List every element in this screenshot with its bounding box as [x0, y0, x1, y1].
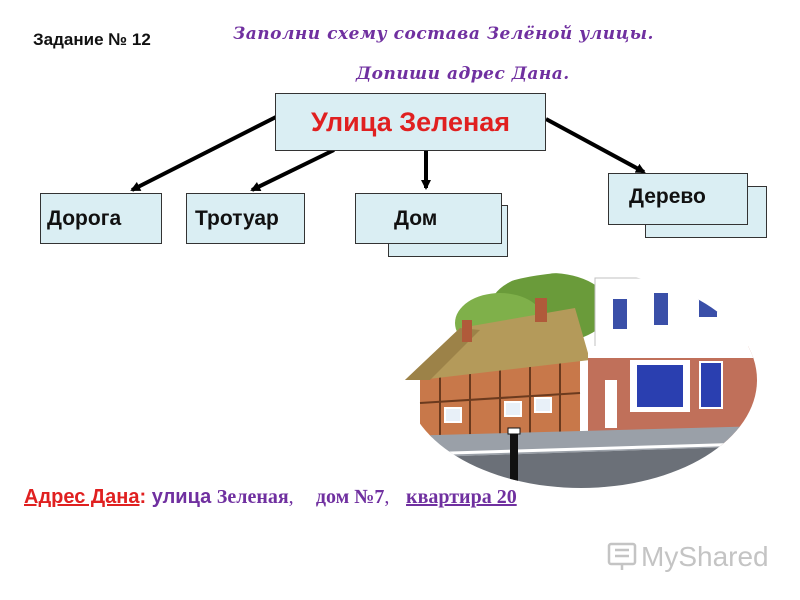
address-house: дом №7: [315, 486, 385, 508]
watermark-logo: MyShared: [607, 541, 769, 572]
address-label: Адрес Дана: [24, 486, 140, 508]
address-street-word: улица: [151, 486, 212, 508]
watermark: MyShared: [607, 538, 769, 579]
box-house-label: Дом: [394, 206, 438, 230]
box-tree: Дерево: [608, 173, 748, 225]
task-number: Задание № 12: [33, 30, 151, 49]
instruction-line-1: Заполни схему состава Зелёной улицы.: [233, 24, 654, 44]
arrow-to-road: [130, 115, 277, 192]
street-illustration: [405, 272, 757, 488]
address-street-name: Зеленая: [216, 486, 289, 508]
box-tree-label: Дерево: [629, 185, 706, 208]
box-road: Дорога: [40, 193, 162, 244]
dan-address: Адрес Дана: улица Зеленая, дом №7, кварт…: [24, 486, 517, 509]
address-flat: квартира 20: [406, 486, 517, 508]
box-road-label: Дорога: [47, 206, 122, 230]
street-main-label: Улица Зеленая: [310, 106, 511, 137]
box-sidewalk-label: Тротуар: [195, 206, 279, 230]
street-main-box: Улица Зеленая: [275, 93, 546, 151]
address-sep-1: ,: [288, 486, 294, 508]
instruction-line-2: Допиши адрес Дана.: [356, 64, 570, 84]
box-house: Дом: [355, 193, 502, 244]
arrow-to-tree: [545, 117, 646, 174]
arrow-to-sidewalk: [250, 148, 335, 192]
address-sep-2: ,: [384, 486, 390, 508]
address-colon: :: [139, 486, 147, 508]
watermark-text: MyShared: [641, 541, 767, 572]
box-sidewalk: Тротуар: [186, 193, 305, 244]
